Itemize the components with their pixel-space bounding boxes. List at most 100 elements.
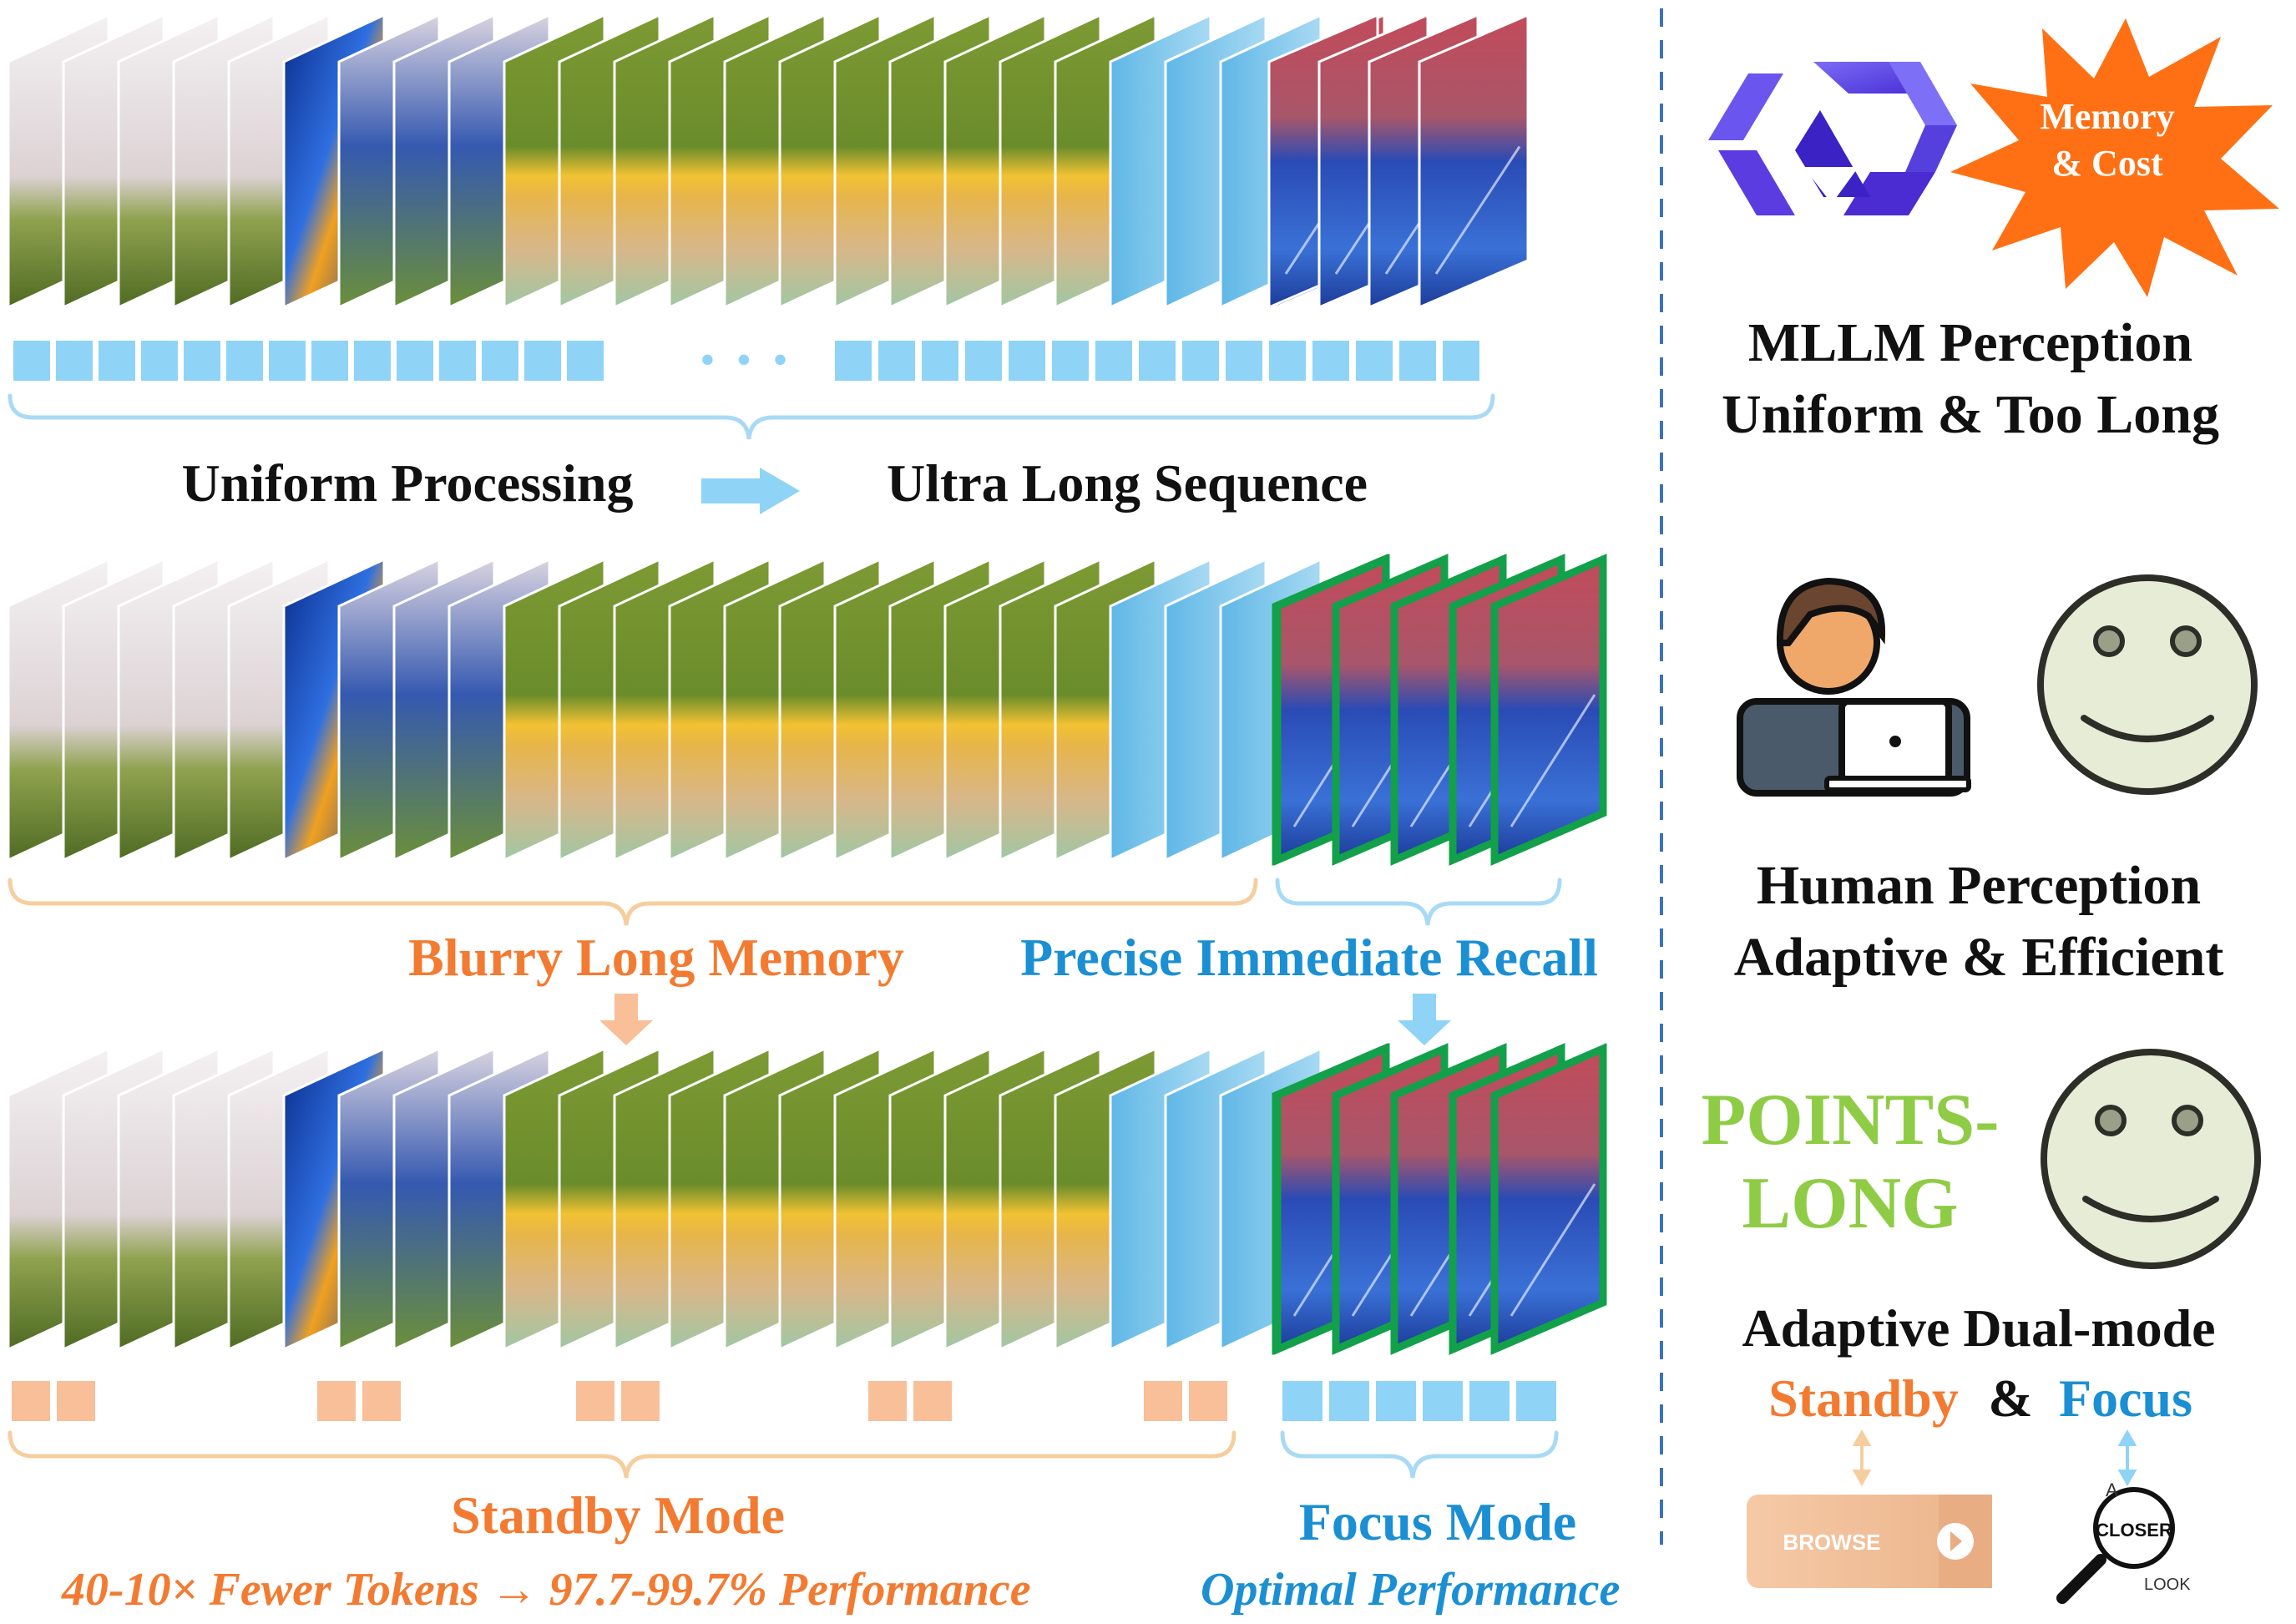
- visual-token: [1269, 341, 1306, 381]
- row1-caption-uniform: Uniform Processing: [182, 453, 634, 513]
- mllm-perception-subtitle: Uniform & Too Long: [1722, 384, 2219, 445]
- standby-double-arrow-icon: [1852, 1429, 1872, 1487]
- visual-token: [1443, 341, 1479, 381]
- visual-token: [226, 341, 263, 381]
- visual-token: [1095, 341, 1132, 381]
- row2-caption-memory: Blurry Long Memory: [408, 928, 904, 987]
- video-frame: [1418, 13, 1530, 310]
- row2-brace-recall: [1275, 878, 1562, 926]
- mllm-perception-title: MLLM Perception: [1748, 312, 2192, 373]
- standby-token: [621, 1381, 660, 1421]
- visual-token: [922, 341, 958, 381]
- recall-down-arrow: [1398, 994, 1451, 1045]
- row1-brace: [8, 393, 1495, 440]
- focus-token: [1516, 1381, 1556, 1421]
- visual-token: [99, 341, 135, 381]
- dual-mode-focus: Focus: [2059, 1369, 2192, 1428]
- row3-brace-standby: [8, 1430, 1237, 1479]
- video-frame: [1490, 554, 1607, 866]
- standby-token: [913, 1381, 952, 1421]
- human-perception-subtitle: Adaptive & Efficient: [1734, 927, 2224, 988]
- visual-token: [1399, 341, 1436, 381]
- row3-caption-focus: Focus Mode: [1299, 1492, 1576, 1551]
- mllm-logo-icon: [1708, 62, 1957, 215]
- browse-button-graphic: BROWSE: [1747, 1495, 1992, 1588]
- row2-frame-stack: [7, 554, 1607, 866]
- visual-token: [524, 341, 561, 381]
- brand-long: LONG: [1742, 1163, 1958, 1244]
- starburst-cost-text: & Cost: [2051, 143, 2163, 184]
- memory-down-arrow: [599, 994, 653, 1045]
- standby-token: [576, 1381, 614, 1421]
- starburst-memory-text: Memory: [2040, 96, 2174, 137]
- visual-token: [1139, 341, 1176, 381]
- happy-smiley-icon-2: [2041, 1049, 2261, 1269]
- dual-mode-title: Adaptive Dual-mode: [1742, 1298, 2215, 1358]
- row1-token-sequence: [13, 341, 1479, 381]
- footer-fewer-tokens: 40-10× Fewer Tokens → 97.7-99.7% Perform…: [61, 1564, 1031, 1616]
- standby-token: [362, 1381, 401, 1421]
- dual-mode-amp: &: [1988, 1369, 2032, 1428]
- closer-a: A: [2106, 1480, 2118, 1500]
- visual-token: [1356, 341, 1393, 381]
- row1-caption-ultra: Ultra Long Sequence: [887, 453, 1368, 513]
- visual-token: [1312, 341, 1349, 381]
- row1-arrow-right: [701, 468, 800, 514]
- dual-mode-standby: Standby: [1768, 1369, 1959, 1428]
- track-lane-line: [1510, 1183, 1596, 1317]
- visual-token: [1226, 341, 1262, 381]
- visual-token: [835, 341, 872, 381]
- brand-points: POINTS-: [1702, 1080, 2000, 1161]
- focus-token: [1469, 1381, 1510, 1421]
- video-frame: [1490, 1043, 1607, 1355]
- row2-caption-recall: Precise Immediate Recall: [1020, 928, 1598, 987]
- visual-token: [1182, 341, 1219, 381]
- standby-token: [57, 1381, 95, 1421]
- human-perception-title: Human Perception: [1757, 855, 2201, 916]
- visual-token: [141, 341, 178, 381]
- visual-token: [13, 341, 50, 381]
- standby-token: [868, 1381, 907, 1421]
- memory-cost-starburst-icon: [1950, 18, 2279, 297]
- closer-look: LOOK: [2144, 1576, 2191, 1594]
- visual-token: [56, 341, 93, 381]
- visual-token: [311, 341, 348, 381]
- visual-token: [965, 341, 1002, 381]
- visual-token: [184, 341, 220, 381]
- visual-token: [1052, 341, 1089, 381]
- standby-token: [1144, 1381, 1182, 1421]
- row3-token-sequence: [12, 1381, 1556, 1421]
- focus-double-arrow-icon: [2117, 1429, 2137, 1487]
- closer-label: CLOSER: [2096, 1520, 2172, 1541]
- visual-token: [269, 341, 306, 381]
- browse-label: BROWSE: [1783, 1530, 1881, 1555]
- visual-token: [354, 341, 391, 381]
- happy-smiley-icon: [2037, 574, 2258, 795]
- row1-frame-stack: [7, 13, 1530, 310]
- row3-caption-standby: Standby Mode: [451, 1485, 785, 1545]
- standby-token: [317, 1381, 356, 1421]
- standby-token: [1189, 1381, 1227, 1421]
- row3-brace-focus: [1280, 1430, 1559, 1479]
- row3-frame-stack: [7, 1043, 1607, 1355]
- visual-token: [482, 341, 518, 381]
- focus-token: [1423, 1381, 1463, 1421]
- standby-token: [12, 1381, 50, 1421]
- row1-ellipsis: • • •: [700, 338, 793, 381]
- person-laptop-icon: [1737, 577, 1971, 797]
- visual-token: [1009, 341, 1045, 381]
- visual-token: [439, 341, 476, 381]
- visual-token: [397, 341, 433, 381]
- closer-look-magnifier-icon: A CLOSER LOOK: [2056, 1480, 2191, 1604]
- visual-token: [878, 341, 915, 381]
- focus-token: [1329, 1381, 1369, 1421]
- track-lane-line: [1434, 145, 1521, 275]
- focus-token: [1376, 1381, 1416, 1421]
- footer-optimal: Optimal Performance: [1201, 1564, 1620, 1616]
- track-lane-line: [1510, 694, 1596, 827]
- focus-token: [1282, 1381, 1322, 1421]
- row2-brace-memory: [8, 878, 1258, 926]
- visual-token: [567, 341, 604, 381]
